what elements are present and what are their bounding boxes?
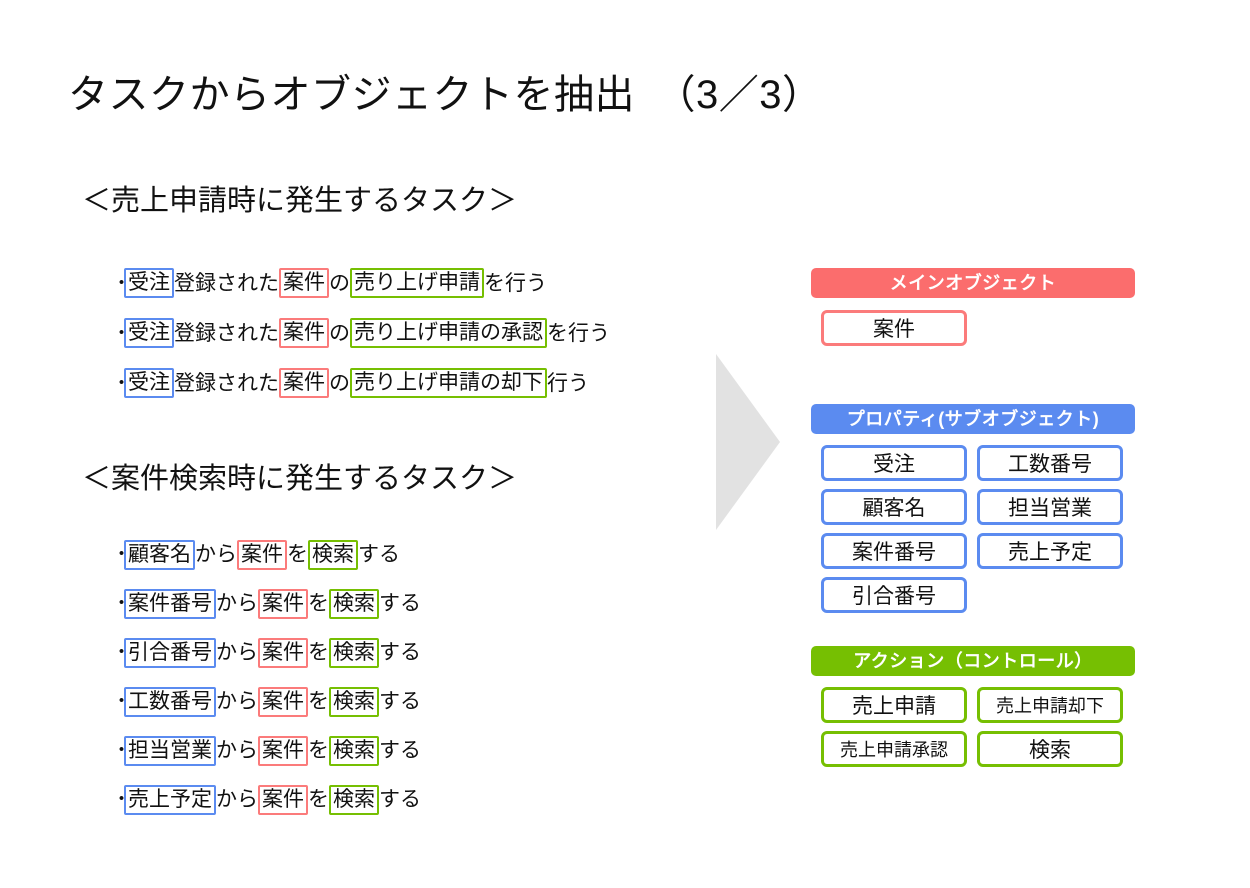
task-tag-blue: 売上予定 bbox=[124, 784, 216, 815]
chip-grid-properties: 受注工数番号顧客名担当営業案件番号売上予定引合番号 bbox=[811, 445, 1135, 613]
task-tag-green: 検索 bbox=[329, 637, 379, 668]
chip-actions[interactable]: 売上申請 bbox=[821, 687, 967, 723]
chip-properties[interactable]: 売上予定 bbox=[977, 533, 1123, 569]
task-text: の bbox=[329, 321, 350, 345]
task-text: から bbox=[216, 641, 258, 664]
task-text: する bbox=[379, 788, 421, 811]
bullet-icon: ・ bbox=[112, 789, 132, 810]
bullet-icon: ・ bbox=[112, 642, 132, 663]
task-text: から bbox=[216, 690, 258, 713]
task-text: を bbox=[287, 543, 308, 566]
right-arrow-icon bbox=[716, 354, 780, 530]
task-tag-green: 売り上げ申請の承認 bbox=[350, 318, 547, 348]
task-text: から bbox=[216, 592, 258, 615]
task-tag-blue: 担当営業 bbox=[124, 735, 216, 766]
task-tag-red: 案件 bbox=[258, 784, 308, 815]
task-tag-blue: 工数番号 bbox=[124, 686, 216, 717]
task-list-search: ・顧客名から案件を検索する・案件番号から案件を検索する・引合番号から案件を検索す… bbox=[112, 530, 421, 824]
task-text: する bbox=[379, 690, 421, 713]
task-tag-red: 案件 bbox=[237, 539, 287, 570]
bullet-icon: ・ bbox=[112, 740, 132, 761]
task-tag-green: 売り上げ申請の却下 bbox=[350, 368, 547, 398]
group-main-object: メインオブジェクト 案件 bbox=[811, 268, 1135, 346]
chip-actions[interactable]: 検索 bbox=[977, 731, 1123, 767]
task-text: を bbox=[308, 592, 329, 615]
task-item: ・工数番号から案件を検索する bbox=[112, 677, 421, 726]
task-text: の bbox=[329, 271, 350, 295]
task-text: を行う bbox=[547, 321, 610, 345]
chip-actions[interactable]: 売上申請却下 bbox=[977, 687, 1123, 723]
task-list-sales: ・受注登録された案件の売り上げ申請を行う・受注登録された案件の売り上げ申請の承認… bbox=[112, 258, 610, 408]
section-heading-search: ＜案件検索時に発生するタスク＞ bbox=[82, 463, 518, 495]
task-text: する bbox=[358, 543, 400, 566]
task-tag-blue: 受注 bbox=[124, 368, 174, 398]
task-text: する bbox=[379, 592, 421, 615]
bullet-icon: ・ bbox=[112, 372, 132, 394]
task-text: の bbox=[329, 371, 350, 395]
chip-actions[interactable]: 売上申請承認 bbox=[821, 731, 967, 767]
task-tag-red: 案件 bbox=[258, 588, 308, 619]
task-item: ・担当営業から案件を検索する bbox=[112, 726, 421, 775]
task-text: から bbox=[195, 543, 237, 566]
task-tag-green: 検索 bbox=[329, 735, 379, 766]
page-title: タスクからオブジェクトを抽出 （3／3） bbox=[68, 73, 823, 117]
task-tag-green: 検索 bbox=[308, 539, 358, 570]
task-text: 登録された bbox=[174, 371, 279, 395]
task-tag-red: 案件 bbox=[258, 735, 308, 766]
bullet-icon: ・ bbox=[112, 322, 132, 344]
chip-properties[interactable]: 工数番号 bbox=[977, 445, 1123, 481]
bullet-icon: ・ bbox=[112, 544, 132, 565]
task-tag-blue: 顧客名 bbox=[124, 539, 195, 570]
task-tag-green: 検索 bbox=[329, 784, 379, 815]
chip-properties[interactable]: 受注 bbox=[821, 445, 967, 481]
task-text: から bbox=[216, 788, 258, 811]
bullet-icon: ・ bbox=[112, 691, 132, 712]
chip-properties[interactable]: 担当営業 bbox=[977, 489, 1123, 525]
bullet-icon: ・ bbox=[112, 272, 132, 294]
task-item: ・顧客名から案件を検索する bbox=[112, 530, 421, 579]
group-actions: アクション（コントロール） 売上申請売上申請却下売上申請承認検索 bbox=[811, 646, 1135, 767]
task-tag-red: 案件 bbox=[258, 637, 308, 668]
task-item: ・受注登録された案件の売り上げ申請を行う bbox=[112, 258, 610, 308]
section-heading-sales: ＜売上申請時に発生するタスク＞ bbox=[82, 185, 518, 217]
task-tag-red: 案件 bbox=[279, 368, 329, 398]
bullet-icon: ・ bbox=[112, 593, 132, 614]
task-text: 行う bbox=[547, 371, 589, 395]
task-tag-green: 検索 bbox=[329, 686, 379, 717]
group-header-actions: アクション（コントロール） bbox=[811, 646, 1135, 676]
task-item: ・売上予定から案件を検索する bbox=[112, 775, 421, 824]
task-item: ・引合番号から案件を検索する bbox=[112, 628, 421, 677]
task-text: を bbox=[308, 739, 329, 762]
task-tag-red: 案件 bbox=[258, 686, 308, 717]
task-text: から bbox=[216, 739, 258, 762]
task-text: する bbox=[379, 739, 421, 762]
chip-grid-main-object: 案件 bbox=[811, 310, 1135, 346]
group-header-main-object: メインオブジェクト bbox=[811, 268, 1135, 298]
group-header-properties: プロパティ(サブオブジェクト) bbox=[811, 404, 1135, 434]
task-tag-red: 案件 bbox=[279, 318, 329, 348]
task-tag-green: 検索 bbox=[329, 588, 379, 619]
task-text: 登録された bbox=[174, 321, 279, 345]
chip-grid-actions: 売上申請売上申請却下売上申請承認検索 bbox=[811, 687, 1135, 767]
task-text: を bbox=[308, 690, 329, 713]
chip-properties[interactable]: 顧客名 bbox=[821, 489, 967, 525]
chip-properties[interactable]: 案件番号 bbox=[821, 533, 967, 569]
task-tag-blue: 引合番号 bbox=[124, 637, 216, 668]
task-tag-red: 案件 bbox=[279, 268, 329, 298]
task-item: ・受注登録された案件の売り上げ申請の承認を行う bbox=[112, 308, 610, 358]
chip-properties[interactable]: 引合番号 bbox=[821, 577, 967, 613]
task-tag-blue: 受注 bbox=[124, 268, 174, 298]
task-tag-blue: 受注 bbox=[124, 318, 174, 348]
task-tag-blue: 案件番号 bbox=[124, 588, 216, 619]
task-item: ・受注登録された案件の売り上げ申請の却下行う bbox=[112, 358, 610, 408]
task-text: を bbox=[308, 641, 329, 664]
task-tag-green: 売り上げ申請 bbox=[350, 268, 484, 298]
group-properties: プロパティ(サブオブジェクト) 受注工数番号顧客名担当営業案件番号売上予定引合番… bbox=[811, 404, 1135, 613]
task-text: する bbox=[379, 641, 421, 664]
task-text: を行う bbox=[484, 271, 547, 295]
task-text: 登録された bbox=[174, 271, 279, 295]
task-text: を bbox=[308, 788, 329, 811]
chip-main-object[interactable]: 案件 bbox=[821, 310, 967, 346]
task-item: ・案件番号から案件を検索する bbox=[112, 579, 421, 628]
